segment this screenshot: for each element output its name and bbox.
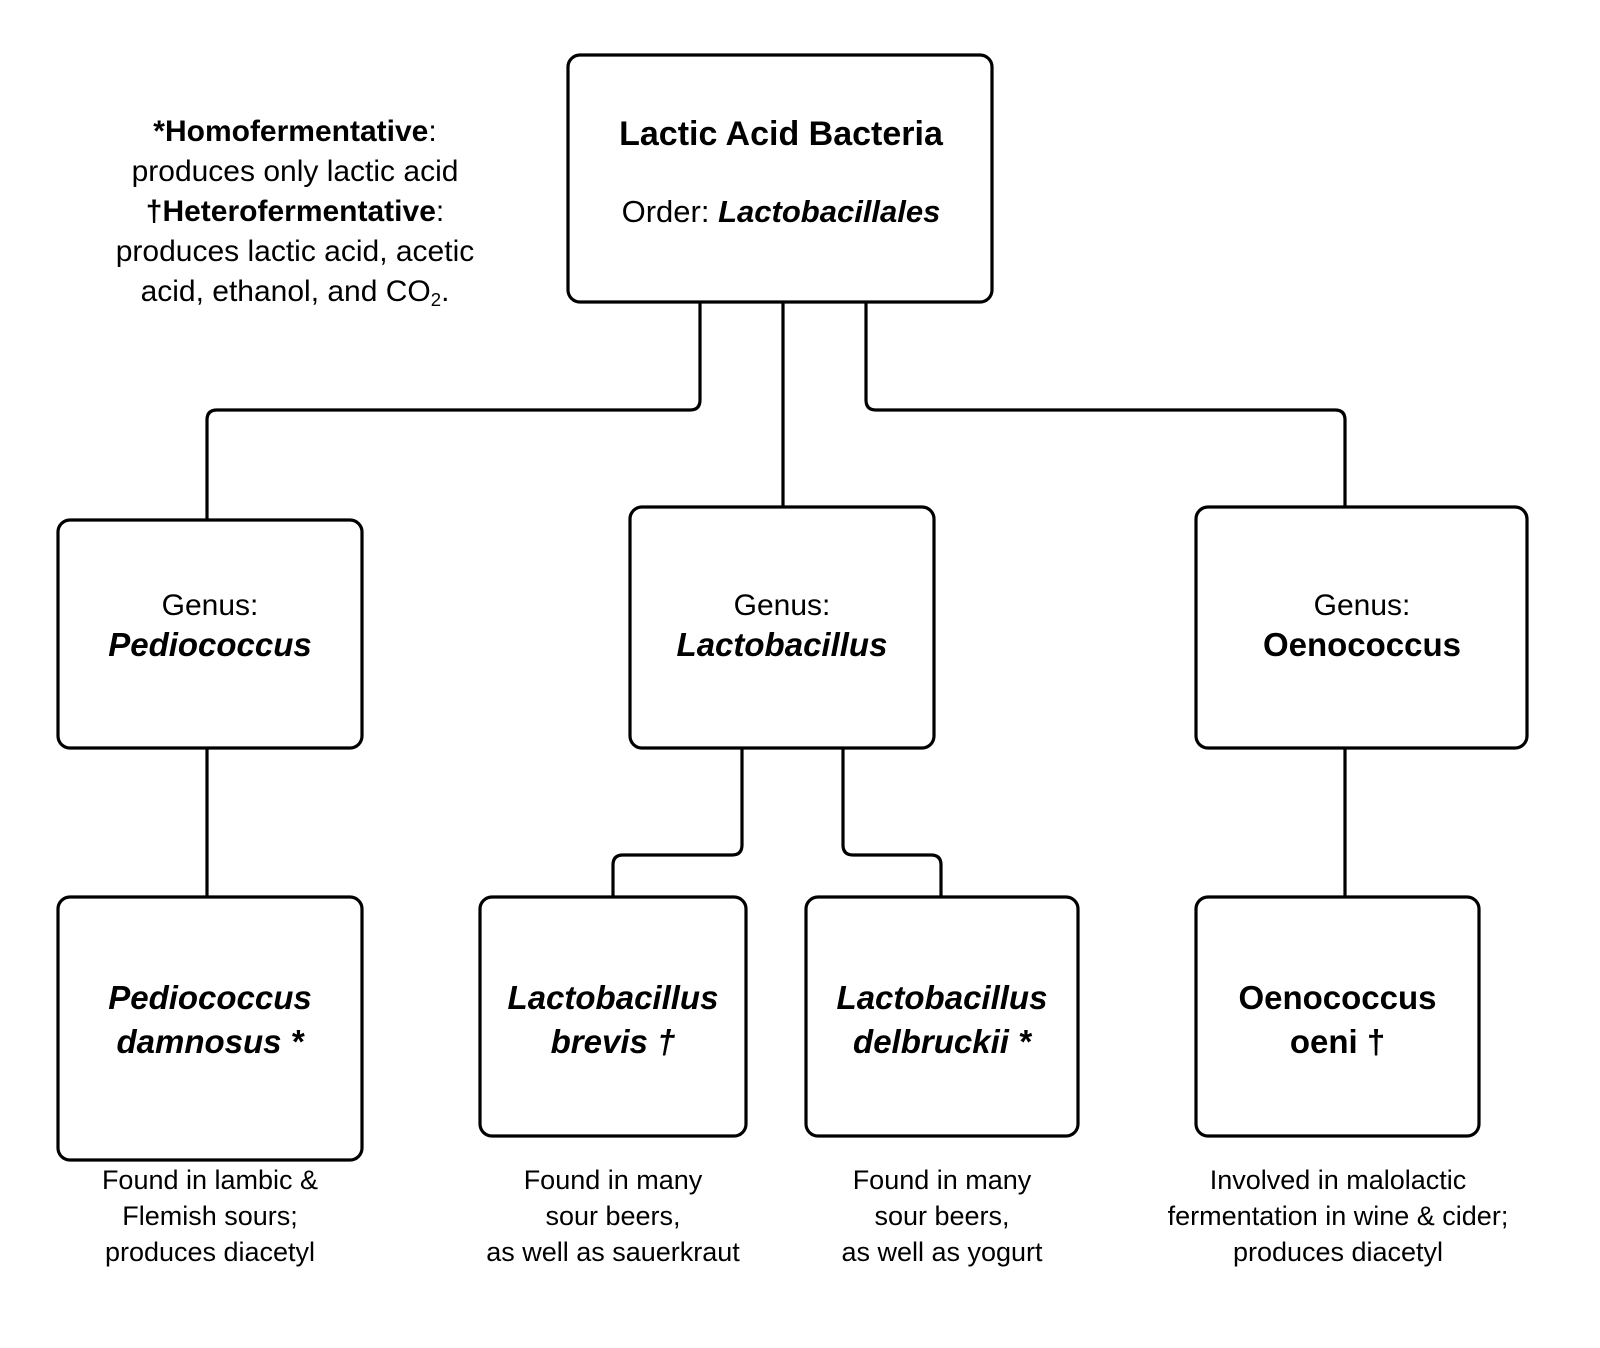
species-name-line2: delbruckii *	[853, 1022, 1031, 1060]
legend-homofermentative-term: *Homofermentative	[153, 115, 429, 148]
caption-line1: Found in many	[523, 1165, 703, 1195]
root-rank-label: Order:	[621, 194, 710, 229]
legend-co2-prefix: acid, ethanol, and CO	[140, 274, 431, 308]
caption-line3: as well as sauerkraut	[486, 1236, 740, 1267]
caption-line3: as well as yogurt	[841, 1236, 1043, 1267]
species-box-lactobacillus-delbruckii[interactable]	[804, 895, 1080, 1138]
genus-box-pediococcus[interactable]	[56, 518, 364, 750]
caption-line1: Involved in malolactic	[1209, 1165, 1467, 1195]
species-name-line1: Pediococcus	[108, 979, 312, 1016]
species-name-line2: damnosus *	[116, 1022, 304, 1060]
species-name-line1: Lactobacillus	[836, 979, 1048, 1016]
species-name-line1: Lactobacillus	[507, 979, 719, 1016]
legend-homofermentative-line: *Homofermentative:	[60, 112, 530, 152]
species-box-pediococcus-damnosus[interactable]	[56, 895, 364, 1162]
legend-heterofermentative-colon: :	[435, 194, 445, 228]
caption-line1: Found in lambic &	[101, 1165, 319, 1195]
caption-line3: produces diacetyl	[1232, 1236, 1444, 1267]
species-name-line1: Oenococcus	[1238, 979, 1437, 1016]
genus-name-pediococcus: Pediococcus	[108, 626, 312, 663]
legend-heterofermentative-line: †Heterofermentative:	[60, 192, 530, 232]
root-rank-name: Lactobacillales	[718, 194, 941, 229]
legend-co2-suffix: .	[441, 274, 450, 308]
caption-lactobacillus-brevis: Found in many sour beers, as well as sau…	[458, 1163, 768, 1271]
caption-lactobacillus-delbruckii: Found in many sour beers, as well as yog…	[800, 1163, 1084, 1271]
root-box[interactable]	[566, 53, 994, 304]
caption-line2: sour beers,	[874, 1200, 1010, 1231]
legend-heterofermentative-term: †Heterofermentative	[145, 194, 436, 228]
species-name-lactobacillus-delbruckii: Lactobacillus delbruckii *	[806, 976, 1078, 1063]
genus-name-lactobacillus: Lactobacillus	[676, 626, 888, 663]
connector-lactobacillus-to-brevis	[611, 748, 744, 897]
genus-label-pediococcus: Genus:	[161, 589, 259, 622]
genus-box-lactobacillus[interactable]	[628, 505, 936, 750]
root-title: Lactic Acid Bacteria	[619, 115, 943, 153]
species-name-pediococcus-damnosus: Pediococcus damnosus *	[58, 976, 362, 1063]
caption-line3: produces diacetyl	[104, 1236, 316, 1267]
genus-label-lactobacillus: Genus:	[733, 589, 831, 622]
legend-homofermentative-colon: :	[428, 115, 437, 148]
species-box-lactobacillus-brevis[interactable]	[478, 895, 748, 1138]
genus-name-oenococcus: Oenococcus	[1262, 626, 1462, 663]
root-rank: Order: Lactobacillales	[566, 192, 996, 232]
genus-label-oenococcus: Genus:	[1313, 589, 1411, 622]
caption-line2: sour beers,	[545, 1200, 681, 1231]
species-name-line2: oeni †	[1289, 1022, 1386, 1060]
genus-box-oenococcus[interactable]	[1194, 505, 1529, 750]
species-box-oenococcus-oeni[interactable]	[1194, 895, 1481, 1138]
caption-pediococcus-damnosus: Found in lambic & Flemish sours; produce…	[48, 1163, 372, 1271]
species-name-line2: brevis †	[550, 1022, 676, 1060]
connector-root-to-pediococcus	[205, 302, 702, 520]
caption-line2: Flemish sours;	[122, 1200, 298, 1231]
legend-co2-subscript: 2	[430, 288, 442, 310]
caption-oenococcus-oeni: Involved in malolactic fermentation in w…	[1158, 1163, 1518, 1271]
caption-line2: fermentation in wine & cider;	[1167, 1200, 1509, 1231]
caption-line1: Found in many	[852, 1165, 1032, 1195]
connector-root-to-oenococcus	[864, 302, 1347, 520]
legend-heterofermentative-desc-2: acid, ethanol, and CO2.	[60, 272, 530, 313]
species-name-oenococcus-oeni: Oenococcus oeni †	[1196, 976, 1479, 1063]
legend-heterofermentative-desc-1: produces lactic acid, acetic	[115, 234, 475, 268]
fermentation-legend: *Homofermentative: produces only lactic …	[60, 112, 530, 312]
legend-homofermentative-desc: produces only lactic acid	[131, 154, 459, 188]
species-name-lactobacillus-brevis: Lactobacillus brevis †	[480, 976, 746, 1063]
connector-lactobacillus-to-delbruckii	[841, 748, 943, 897]
